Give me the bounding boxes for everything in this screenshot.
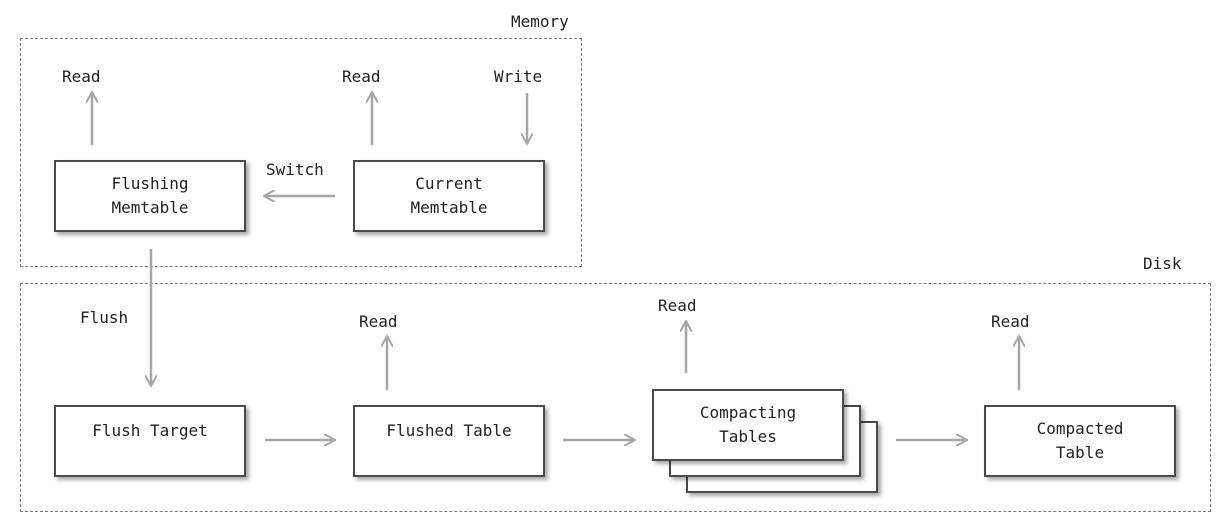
flush-target-node: Flush Target — [54, 405, 246, 477]
flush-label: Flush — [80, 308, 129, 327]
flushed-table-label: Flushed Table — [386, 421, 512, 440]
disk-region-label: Disk — [1143, 254, 1182, 273]
current-memtable-node: Current Memtable — [353, 160, 545, 232]
flushing-memtable-label: Flushing Memtable — [111, 174, 189, 217]
compacted-table-label: Compacted Table — [1036, 419, 1124, 462]
compacting-tables-label: Compacting Tables — [699, 403, 797, 446]
memory-region-label: Memory — [511, 12, 569, 31]
read-label-current-memtable: Read — [342, 67, 381, 86]
switch-label: Switch — [266, 160, 324, 179]
read-label-compacting-tables: Read — [658, 296, 697, 315]
flushing-memtable-node: Flushing Memtable — [54, 160, 246, 232]
current-memtable-label: Current Memtable — [410, 174, 488, 217]
read-label-flushed-table: Read — [359, 312, 398, 331]
read-label-flushing-memtable: Read — [62, 67, 101, 86]
flushed-table-node: Flushed Table — [353, 405, 545, 477]
flush-target-label: Flush Target — [92, 421, 208, 440]
memory-region — [20, 38, 582, 267]
compacting-tables-node: Compacting Tables — [652, 389, 844, 461]
disk-region — [20, 283, 1211, 512]
read-label-compacted-table: Read — [991, 312, 1030, 331]
compacted-table-node: Compacted Table — [984, 405, 1176, 477]
write-label-current-memtable: Write — [494, 67, 543, 86]
